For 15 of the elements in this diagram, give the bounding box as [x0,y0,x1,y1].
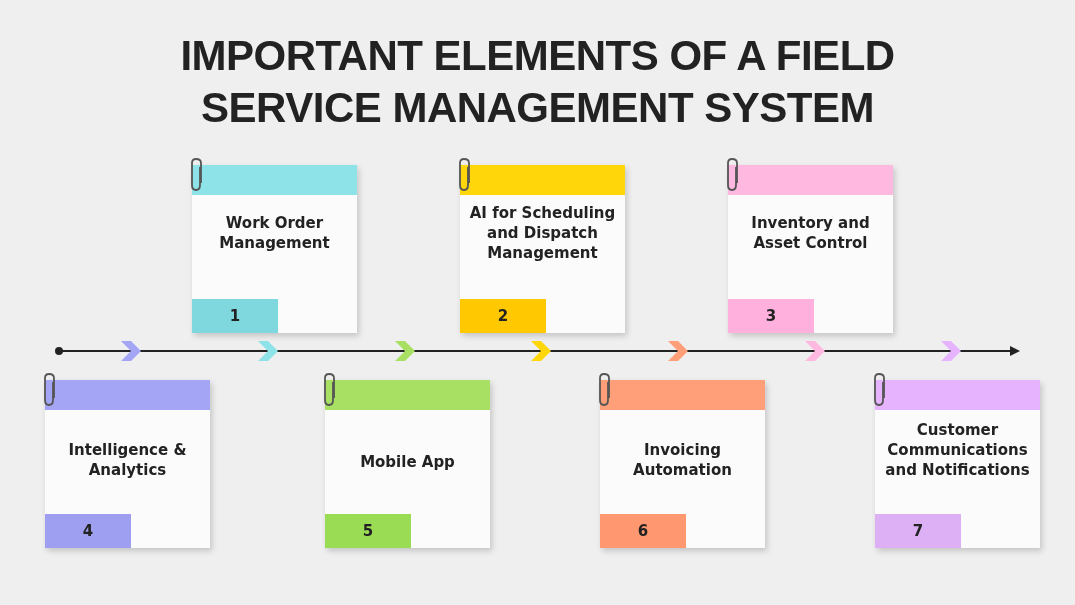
title: IMPORTANT ELEMENTS OF A FIELD SERVICE MANAGEMENT SYSTEM [179,31,896,133]
number-tag: 2 [460,299,546,333]
number-tag: 6 [600,514,686,548]
number-tag: 5 [325,514,411,548]
card-title: AI for Scheduling and Dispatch Management [468,203,617,263]
card-title: Customer Communications and Notifications [884,420,1031,480]
card-title: Work Order Management [218,213,331,253]
card-title: Intelligence & Analytics [67,440,188,480]
number-tag: 4 [45,514,131,548]
number-tag: 3 [728,299,814,333]
card-title: Mobile App [359,452,456,472]
number-tag: 7 [875,514,961,548]
card-title: Invoicing Automation [632,440,733,480]
number-tag: 1 [192,299,278,333]
card-title: Inventory and Asset Control [750,213,871,253]
